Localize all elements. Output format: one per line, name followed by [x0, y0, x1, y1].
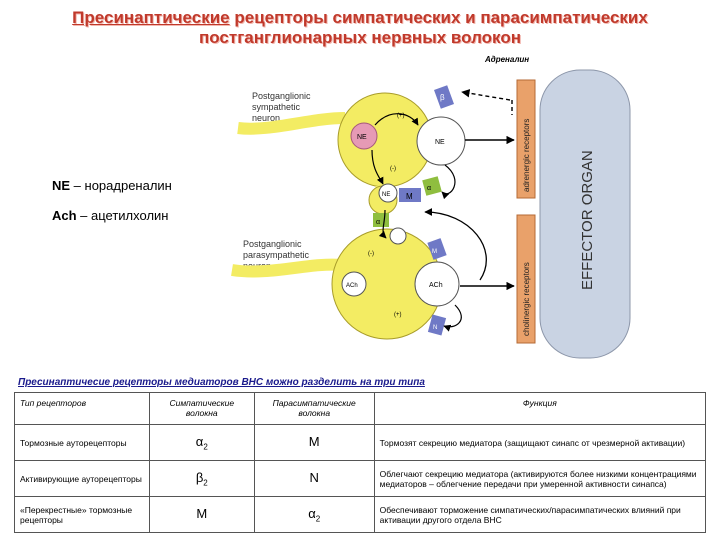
- effector-organ-label: EFFECTOR ORGAN: [579, 150, 596, 290]
- sympathetic-axon: [237, 112, 346, 135]
- cell-para-symbol: M: [308, 433, 320, 449]
- arrow-ne-feedback: [441, 164, 456, 200]
- header-func: Функция: [373, 392, 707, 425]
- ach-vesicle-right-label: ACh: [429, 282, 443, 289]
- receptor-table: Тип рецепторов Симпатические волокна Пар…: [14, 392, 707, 533]
- beta2-label: β: [440, 93, 445, 102]
- legend-ne-text: – норадреналин: [70, 178, 172, 193]
- alpha2-receptor: [422, 176, 442, 196]
- cell-func: Облегчают секрецию медиатора (активируют…: [373, 460, 707, 497]
- arrow-ach-feedback-up: [424, 208, 487, 281]
- ne-vesicle: [350, 122, 378, 150]
- ach-vesicle-right: [414, 261, 460, 307]
- adrenaline-label: Адреналин: [484, 55, 529, 64]
- parasympathetic-axon: [231, 258, 343, 278]
- arrow-ne-down: [378, 209, 387, 239]
- cholinergic-receptors-label: cholinergic receptors: [522, 262, 531, 336]
- minus-symp: (-): [390, 166, 396, 172]
- cell-symp-symbol: β: [195, 469, 204, 485]
- header-para: Парасимпатические волокна: [253, 392, 375, 425]
- cell-para: α2: [253, 496, 375, 533]
- adrenergic-receptor-strip: [516, 79, 536, 199]
- sympathetic-label-3: neuron: [252, 113, 280, 123]
- n-receptor-para-label: N: [433, 325, 437, 331]
- table-row: «Перекрестные» тормозные рецепторы M α2 …: [14, 496, 707, 533]
- arrow-ne-plus: [374, 113, 419, 126]
- cell-para-symbol: α: [308, 505, 316, 521]
- alpha2-label: α: [427, 185, 431, 192]
- sympathetic-label-2: sympathetic: [252, 102, 301, 112]
- plus-para: (+): [394, 312, 402, 318]
- ach-vesicle-left-label: ACh: [346, 283, 358, 289]
- ne-vesicle-label: NE: [357, 134, 367, 141]
- cell-symp-sub: 2: [203, 442, 208, 452]
- cell-para-symbol: N: [309, 469, 319, 485]
- arrow-ne-minus: [371, 149, 384, 185]
- table-subtitle: Пресинаптичесие рецепторы медиаторов ВНС…: [18, 377, 425, 388]
- minus-para: (-): [368, 251, 374, 257]
- cell-symp: β2: [148, 460, 255, 497]
- table-row: Тормозные ауторецепторы α2 M Тормозят се…: [14, 424, 707, 461]
- cell-func: Тормозят секрецию медиатора (защищают си…: [373, 424, 707, 461]
- legend-ach: Ach – ацетилхолин: [52, 208, 168, 223]
- header-type: Тип рецепторов: [14, 392, 150, 425]
- adrenergic-receptors-label: adrenergic receptors: [522, 119, 531, 192]
- title-line2: постганглионарных нервных волокон: [199, 28, 521, 47]
- cell-para: M: [253, 424, 375, 461]
- cell-symp: α2: [148, 424, 255, 461]
- para-top-circle: [389, 227, 407, 245]
- cell-symp: M: [148, 496, 255, 533]
- cell-symp-symbol: α: [195, 433, 204, 449]
- parasympathetic-label-2: parasympathetic: [243, 250, 310, 260]
- ne-small-circle: [378, 183, 398, 203]
- ne-small-label: NE: [382, 192, 390, 198]
- plus-symp: (+): [397, 113, 405, 119]
- alpha2-para-label: α: [376, 219, 380, 226]
- cell-para-sub: 2: [315, 514, 321, 524]
- parasympathetic-label-1: Postganglionic: [243, 239, 302, 249]
- legend-ne-key: NE: [52, 178, 71, 193]
- cell-symp-symbol: M: [196, 505, 208, 521]
- title-line1-rest: рецепторы симпатических и парасимпатичес…: [229, 8, 648, 27]
- cell-type: «Перекрестные» тормозные рецепторы: [14, 496, 150, 533]
- legend-ach-text: – ацетилхолин: [76, 208, 169, 223]
- sympathetic-label-1: Postganglionic: [252, 91, 311, 101]
- beta2-receptor: [434, 85, 454, 109]
- synapse-diagram: Адреналин EFFECTOR ORGAN adrenergic rece…: [231, 55, 631, 359]
- m-receptor-symp: [399, 188, 421, 202]
- m-receptor-symp-label: M: [406, 192, 413, 201]
- cell-type: Тормозные ауторецепторы: [14, 424, 150, 461]
- cell-type: Активирующие ауторецепторы: [14, 460, 150, 497]
- effector-organ: [539, 69, 631, 359]
- legend-ne: NE – норадреналин: [52, 178, 172, 193]
- arrow-adrenaline-to-beta: [461, 89, 511, 101]
- cell-para: N: [253, 460, 375, 497]
- legend-ach-key: Ach: [52, 208, 77, 223]
- cell-symp-sub: 2: [203, 478, 208, 488]
- ne-terminal-circle: [416, 116, 466, 166]
- ach-vesicle-left: [341, 271, 367, 297]
- title-underlined: Пресинаптические: [72, 8, 230, 27]
- ne-terminal-label: NE: [435, 139, 445, 146]
- table-row: Активирующие ауторецепторы β2 N Облегчаю…: [14, 460, 707, 497]
- cell-func: Обеспечивают торможение симпатических/па…: [373, 496, 707, 533]
- table-header-row: Тип рецепторов Симпатические волокна Пар…: [14, 392, 707, 425]
- m-receptor-para-label: M: [432, 249, 437, 255]
- arrow-para-feedback: [443, 304, 462, 332]
- header-symp: Симпатические волокна: [148, 392, 255, 425]
- m-receptor-para: [427, 238, 447, 260]
- cholinergic-receptor-strip: [516, 214, 536, 344]
- page-title: Пресинаптические рецепторы симпатических…: [20, 8, 700, 48]
- n-receptor-para: [427, 314, 447, 336]
